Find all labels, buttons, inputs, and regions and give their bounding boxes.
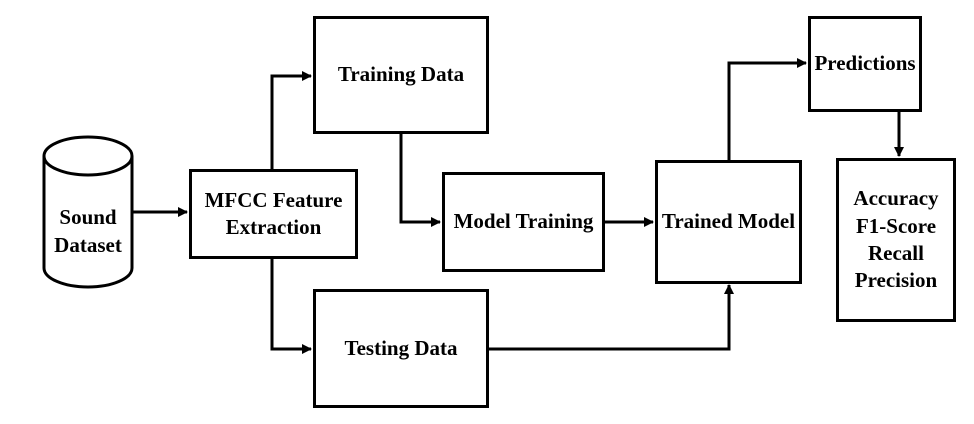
trained-model-label: Trained Model <box>661 209 796 234</box>
sound-dataset-label: Sound Dataset <box>54 204 122 257</box>
testing-data-label: Testing Data <box>344 335 458 360</box>
metrics-label: Accuracy F1-Score Recall Precision <box>853 186 939 293</box>
sound-dataset-cylinder <box>42 135 134 289</box>
trained-model-box: Trained Model <box>655 160 802 284</box>
edge-mfcc-to-training <box>270 71 312 171</box>
predictions-label: Predictions <box>814 51 916 76</box>
edge-training-to-model-training <box>399 134 441 227</box>
mfcc-label: MFCC Feature Extraction <box>204 187 343 239</box>
model-training-box: Model Training <box>442 172 605 272</box>
metrics-box: Accuracy F1-Score Recall Precision <box>836 158 956 322</box>
testing-data-box: Testing Data <box>313 289 489 408</box>
edge-mfcc-to-testing <box>270 257 312 354</box>
mfcc-feature-extraction-box: MFCC Feature Extraction <box>189 169 358 259</box>
edge-testing-to-trained <box>489 284 734 351</box>
predictions-box: Predictions <box>808 16 922 112</box>
model-training-label: Model Training <box>453 209 594 234</box>
training-data-box: Training Data <box>313 16 489 134</box>
edge-trained-to-predictions <box>727 58 807 160</box>
training-data-label: Training Data <box>337 62 465 87</box>
